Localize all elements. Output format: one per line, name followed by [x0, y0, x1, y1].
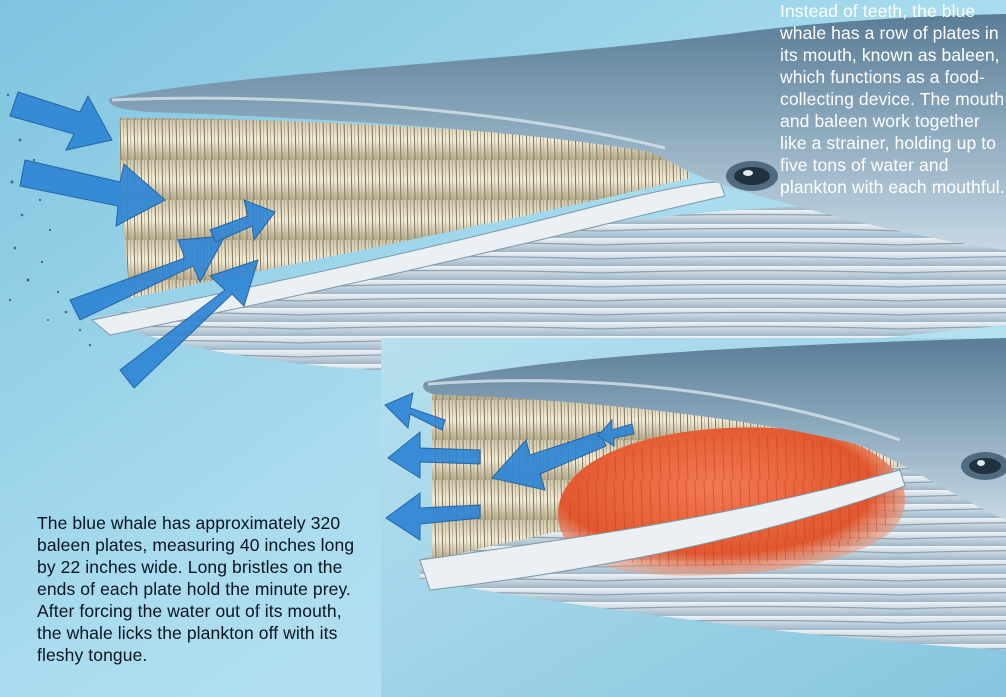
whale-top-eye — [726, 161, 778, 191]
caption-bottom: The blue whale has approximately 320 bal… — [37, 512, 367, 666]
caption-top: Instead of teeth, the blue whale has a r… — [780, 0, 1006, 198]
